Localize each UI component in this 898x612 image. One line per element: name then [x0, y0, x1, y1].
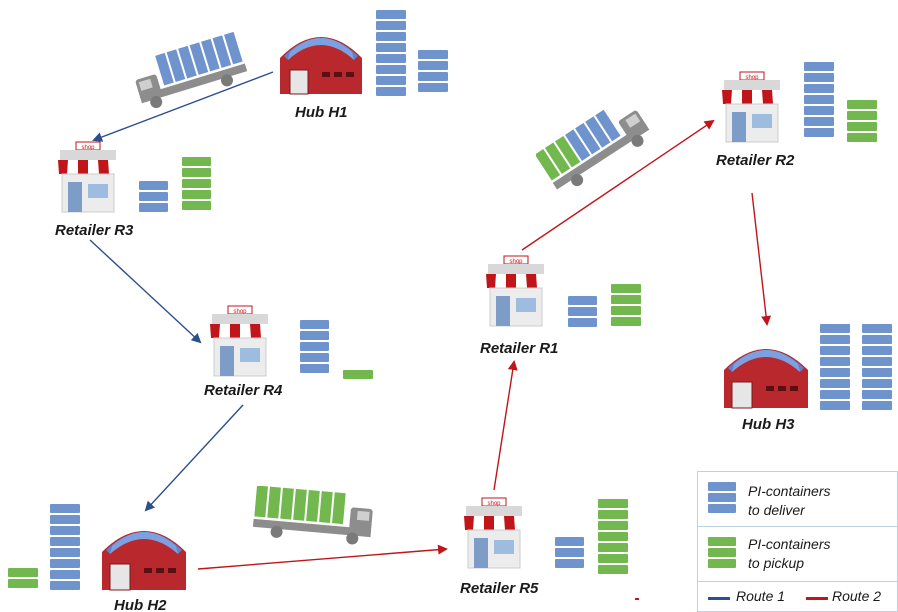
retailer-r2: shop — [716, 70, 788, 144]
warehouse-icon — [102, 531, 186, 591]
hub-h1 — [276, 18, 366, 98]
hub-h3-label: Hub H3 — [742, 416, 795, 433]
retailer-r5-deliver-stack — [555, 537, 584, 568]
retailer-r4: shop — [204, 304, 276, 378]
shop-sign-text: shop — [509, 259, 523, 265]
shop-icon: shop — [464, 497, 524, 569]
retailer-r4-deliver-stack — [300, 320, 329, 373]
legend-pickup-line1: PI-containers — [748, 536, 831, 552]
route2-r1-to-r2 — [521, 119, 715, 251]
retailer-r5-label: Retailer R5 — [460, 580, 539, 597]
legend-row-pickup: PI-containers to pickup — [698, 527, 897, 582]
legend-row-deliver: PI-containers to deliver — [698, 472, 897, 527]
route2-r5-to-r1 — [493, 360, 518, 491]
retailer-r1: shop — [480, 254, 552, 328]
retailer-r3-label: Retailer R3 — [55, 222, 134, 239]
hub-h3-deliver-stack — [820, 324, 850, 410]
legend-deliver-line2: to deliver — [748, 502, 805, 518]
shop-icon: shop — [486, 255, 546, 327]
route1-r3-to-r4 — [89, 239, 202, 344]
shop-icon: shop — [722, 71, 782, 143]
shop-sign-text: shop — [487, 501, 501, 507]
hub-h3-deliver-stack-2 — [862, 324, 892, 410]
hub-h1-deliver-stack — [376, 10, 406, 96]
route1-r4-to-h2 — [144, 404, 244, 512]
shop-sign-text: shop — [233, 309, 247, 315]
truck-route2-lower-icon — [250, 484, 376, 548]
route1-h1-to-r3 — [92, 71, 274, 142]
legend-pickup-line2: to pickup — [748, 555, 805, 571]
shop-icon: shop — [210, 305, 270, 377]
hub-h1-label: Hub H1 — [295, 104, 348, 121]
shop-sign-text: shop — [81, 145, 95, 151]
retailer-r4-label: Retailer R4 — [204, 382, 283, 399]
legend-deliver-line1: PI-containers — [748, 483, 831, 499]
hub-h1-deliver-stack-2 — [418, 50, 448, 92]
route2-r2-to-h3 — [751, 192, 772, 326]
retailer-r1-deliver-stack — [568, 296, 597, 327]
retailer-r3: shop — [52, 140, 124, 214]
retailer-r3-pickup-stack — [182, 157, 211, 210]
shop-sign-text: shop — [745, 75, 759, 81]
route2-h2-to-r5 — [197, 544, 448, 570]
retailer-r5-pickup-stack — [598, 499, 628, 574]
retailer-r2-deliver-stack — [804, 62, 834, 137]
retailer-r2-pickup-stack — [847, 100, 877, 142]
truck-route1-icon — [130, 28, 248, 110]
legend: PI-containers to deliver PI-containers t… — [697, 471, 898, 612]
warehouse-icon — [724, 349, 808, 409]
truck-route2-upper-icon — [533, 98, 654, 196]
hub-h2 — [98, 512, 190, 594]
warehouse-icon — [280, 37, 362, 95]
legend-route1-line — [708, 597, 730, 600]
legend-pickup-swatch — [708, 537, 736, 568]
retailer-r2-label: Retailer R2 — [716, 152, 795, 169]
hub-h2-pickup-stack — [8, 568, 38, 588]
legend-route1-label: Route 1 — [736, 588, 786, 604]
legend-route2-label: Route 2 — [832, 588, 882, 604]
hub-h2-deliver-stack — [50, 504, 80, 590]
small-marker — [635, 598, 639, 600]
hub-h2-label: Hub H2 — [114, 597, 167, 612]
retailer-r4-pickup-stack — [343, 370, 373, 379]
hub-h3 — [720, 330, 812, 412]
retailer-r5: shop — [458, 496, 530, 570]
retailer-r3-deliver-stack — [139, 181, 168, 212]
retailer-r1-label: Retailer R1 — [480, 340, 559, 357]
retailer-r1-pickup-stack — [611, 284, 641, 326]
legend-deliver-swatch — [708, 482, 736, 513]
legend-route2-line — [806, 597, 828, 600]
shop-icon: shop — [58, 141, 118, 213]
